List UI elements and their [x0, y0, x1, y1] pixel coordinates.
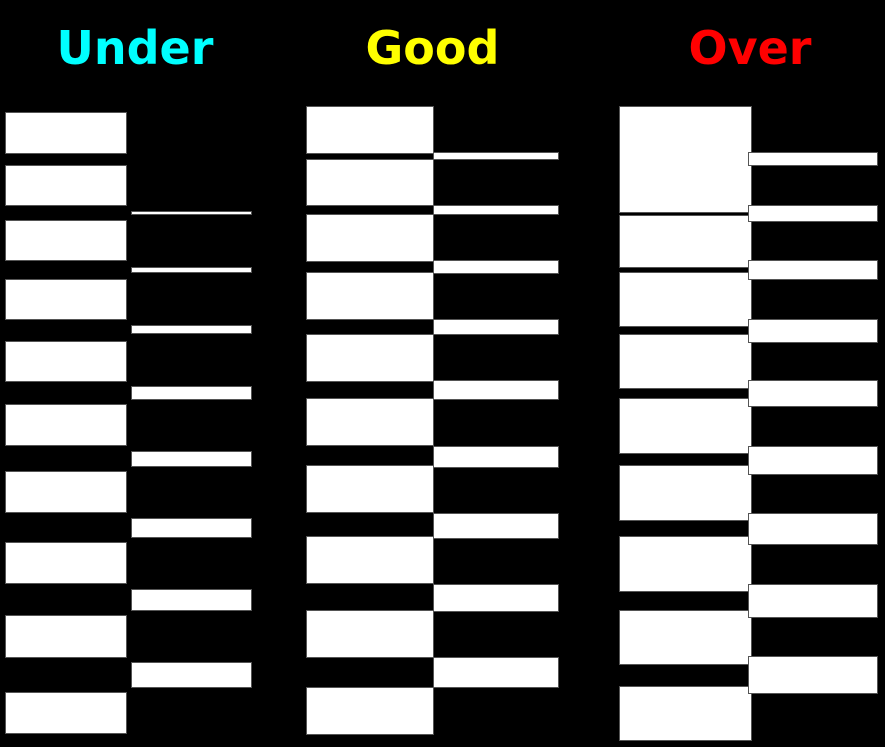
right-bar-over	[748, 656, 878, 694]
left-bar-under	[5, 542, 127, 584]
right-bar-over	[748, 205, 878, 222]
left-bar-good	[306, 536, 434, 584]
right-bar-under	[131, 267, 252, 273]
left-bar-under	[5, 165, 127, 206]
left-bar-over	[619, 334, 752, 389]
right-bar-over	[748, 319, 878, 343]
left-bar-over	[619, 465, 752, 521]
left-bar-under	[5, 341, 127, 382]
right-bar-over	[748, 380, 878, 407]
panel-title-good: Good	[365, 21, 500, 75]
right-bar-good	[433, 513, 559, 539]
right-bar-under	[131, 211, 252, 215]
right-bar-under	[131, 325, 252, 334]
left-bar-good	[306, 610, 434, 658]
right-bar-over	[748, 513, 878, 545]
left-bar-over	[619, 610, 752, 665]
left-bar-under	[5, 404, 127, 446]
right-bar-over	[748, 446, 878, 475]
right-bar-good	[433, 205, 559, 215]
left-bar-good	[306, 465, 434, 513]
right-bar-good	[433, 584, 559, 612]
left-bar-under	[5, 692, 127, 734]
left-bar-good	[306, 398, 434, 446]
right-bar-under	[131, 386, 252, 400]
right-bar-good	[433, 260, 559, 274]
right-bar-under	[131, 662, 252, 688]
right-bar-good	[433, 657, 559, 688]
left-bar-under	[5, 615, 127, 658]
left-bar-over	[619, 536, 752, 592]
right-bar-over	[748, 584, 878, 618]
right-bar-good	[433, 380, 559, 400]
left-bar-over	[619, 686, 752, 741]
left-bar-good	[306, 334, 434, 382]
right-bar-good	[433, 152, 559, 160]
right-bar-over	[748, 152, 878, 166]
right-bar-under	[131, 589, 252, 611]
left-bar-under	[5, 112, 127, 154]
right-bar-under	[131, 518, 252, 538]
right-bar-over	[748, 260, 878, 280]
left-bar-over	[619, 398, 752, 454]
left-bar-over	[619, 272, 752, 327]
left-bar-under	[5, 471, 127, 513]
panel-title-under: Under	[56, 21, 214, 75]
right-bar-under	[131, 451, 252, 467]
left-bar-good	[306, 687, 434, 735]
left-bar-under	[5, 279, 127, 320]
left-bar-good	[306, 272, 434, 320]
left-bar-over	[619, 106, 752, 213]
left-bar-good	[306, 106, 434, 154]
left-bar-good	[306, 159, 434, 206]
left-bar-good	[306, 214, 434, 262]
left-bar-under	[5, 220, 127, 261]
right-bar-good	[433, 446, 559, 468]
panel-title-over: Over	[688, 21, 812, 75]
right-bar-good	[433, 319, 559, 335]
left-bar-over	[619, 215, 752, 268]
